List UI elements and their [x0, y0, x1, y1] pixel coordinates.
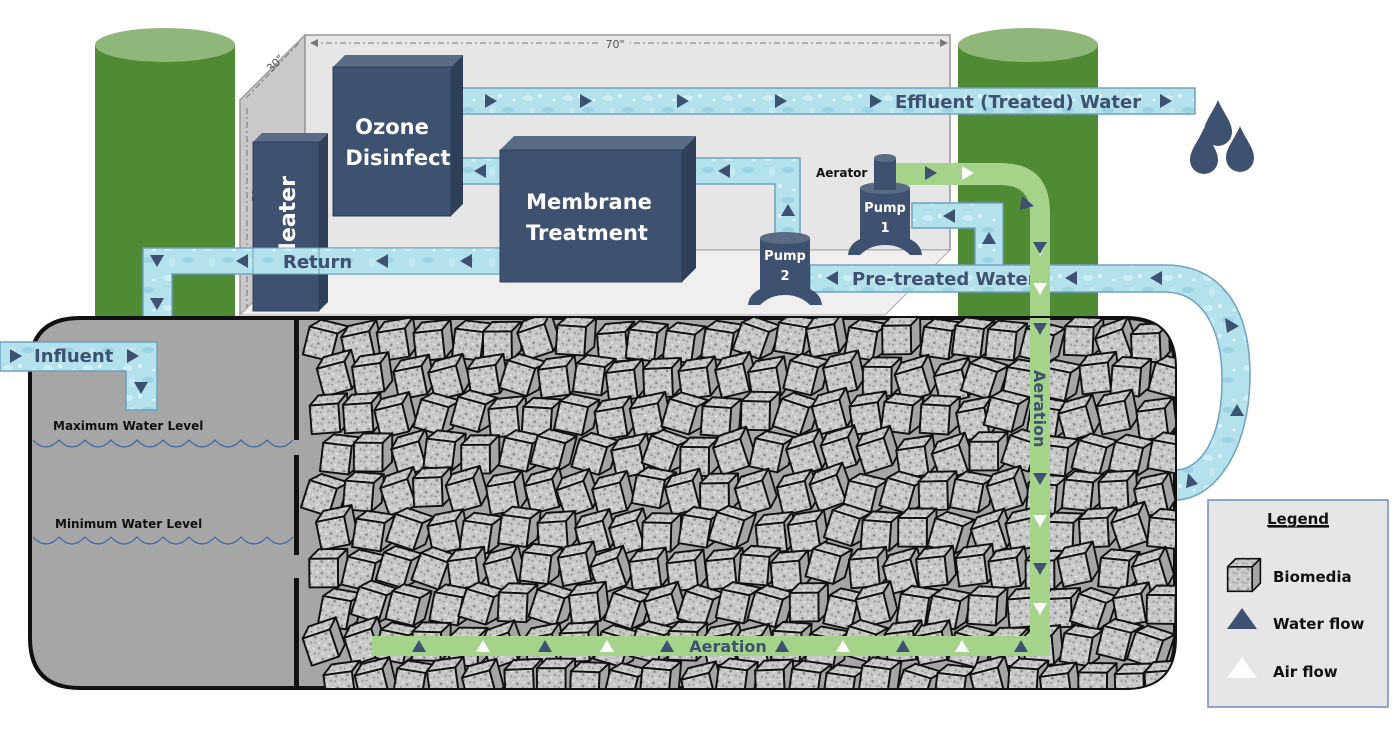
- biomedia-cube: [568, 660, 611, 688]
- pump1-label-line2: 1: [880, 221, 889, 236]
- water-flow-triangle-icon: [1227, 608, 1257, 629]
- pump-2: Pump 2: [748, 232, 822, 305]
- influent-label: Influent: [34, 346, 114, 367]
- biomedia-cube: [933, 662, 978, 688]
- ozone-label-line1: Ozone: [355, 115, 429, 139]
- biomedia-cube: [880, 318, 922, 356]
- ozone-disinfect-unit: Ozone Disinfect: [332, 55, 463, 217]
- heater-label: Heater: [276, 176, 301, 261]
- biomedia-cube: [968, 431, 1009, 472]
- tank-baffles: [294, 318, 299, 688]
- heater-unit: Heater: [252, 133, 328, 312]
- biomedia-cube: [857, 655, 903, 688]
- biomedia-cube: [788, 582, 830, 623]
- pump1-label-line1: Pump: [864, 201, 906, 216]
- return-arrow: [376, 254, 388, 268]
- biomedia-cube: [603, 357, 649, 403]
- biomedia-cube: [518, 541, 564, 587]
- biomedia-cube: [352, 432, 394, 473]
- biomedia-cube: [566, 580, 611, 625]
- biomedia-cube: [554, 318, 598, 358]
- water-levels: Maximum Water Level Minimum Water Level: [32, 419, 294, 545]
- return-arrow: [460, 254, 472, 268]
- biomedia-cube: [1145, 506, 1175, 551]
- pretreated-label: Pre-treated Water: [852, 269, 1037, 290]
- max-water-level-label: Maximum Water Level: [53, 419, 203, 433]
- influent-pipe: Influent: [0, 341, 158, 411]
- legend-title: Legend: [1267, 510, 1329, 528]
- biomedia-cube: [638, 657, 683, 688]
- biomedia-cube: [1037, 661, 1083, 688]
- biomedia-cube: [753, 658, 796, 688]
- biomedia-cube: [1060, 469, 1105, 513]
- biomedia-cube: [640, 511, 683, 553]
- width-dimension: 70": [605, 38, 624, 51]
- water-drops-icon: [1190, 100, 1254, 174]
- membrane-treatment-unit: Membrane Treatment: [499, 136, 696, 283]
- aerator-label: Aerator: [816, 166, 867, 180]
- min-water-level-line: [32, 536, 294, 545]
- legend-air-flow-label: Air flow: [1273, 663, 1338, 681]
- biomedia-cube: [859, 509, 903, 553]
- biomedia-cube: [349, 351, 395, 397]
- pretreated-water-pipe: Pre-treated Water: [809, 264, 1251, 501]
- return-pipe-overlay: [252, 247, 320, 275]
- biomedia-cube: [411, 318, 456, 363]
- biomedia-cube: [1145, 584, 1175, 625]
- biomedia-cube: [626, 546, 672, 592]
- effluent-pipe: Effluent (Treated) Water: [454, 87, 1196, 115]
- biomedia-cube: [422, 428, 467, 473]
- membrane-label-line2: Treatment: [526, 221, 648, 245]
- aeration-vertical-overlay: Aeration: [1030, 318, 1050, 655]
- biomedia-cube: [497, 504, 542, 550]
- ozone-label-line2: Disinfect: [345, 146, 450, 170]
- aeration-bottom-pipe: Aeration: [372, 636, 1050, 656]
- max-water-level-line: [32, 439, 294, 448]
- biomedia-cube: [1097, 469, 1139, 512]
- air-flow-triangle-icon: [1227, 657, 1257, 678]
- biomedia-cube: [914, 544, 959, 589]
- membrane-label-line1: Membrane: [526, 190, 652, 214]
- biomedia-cube: [1142, 659, 1175, 688]
- return-label-top: Return: [283, 252, 352, 273]
- legend-water-flow-label: Water flow: [1273, 615, 1365, 633]
- pump2-label-line2: 2: [780, 269, 789, 284]
- legend: Legend Biomedia Water flow Air flow: [1207, 499, 1389, 708]
- aeration-bottom-label: Aeration: [689, 637, 766, 656]
- biomedia-cube: [714, 656, 759, 688]
- pump-1: Pump 1: [848, 154, 922, 255]
- biomedia-cube: [535, 657, 577, 688]
- legend-biomedia-label: Biomedia: [1273, 568, 1352, 586]
- biomedia-cube: [966, 584, 1009, 628]
- effluent-label: Effluent (Treated) Water: [895, 92, 1141, 113]
- biomedia-cube-icon: [1226, 557, 1262, 593]
- min-water-level-label: Minimum Water Level: [55, 517, 202, 531]
- aeration-vertical-label: Aeration: [1030, 370, 1049, 447]
- biomedia-cube: [1077, 661, 1118, 688]
- biomedia-cube: [624, 319, 669, 364]
- pump2-label-line1: Pump: [764, 249, 806, 264]
- biomedia-cube: [918, 393, 961, 437]
